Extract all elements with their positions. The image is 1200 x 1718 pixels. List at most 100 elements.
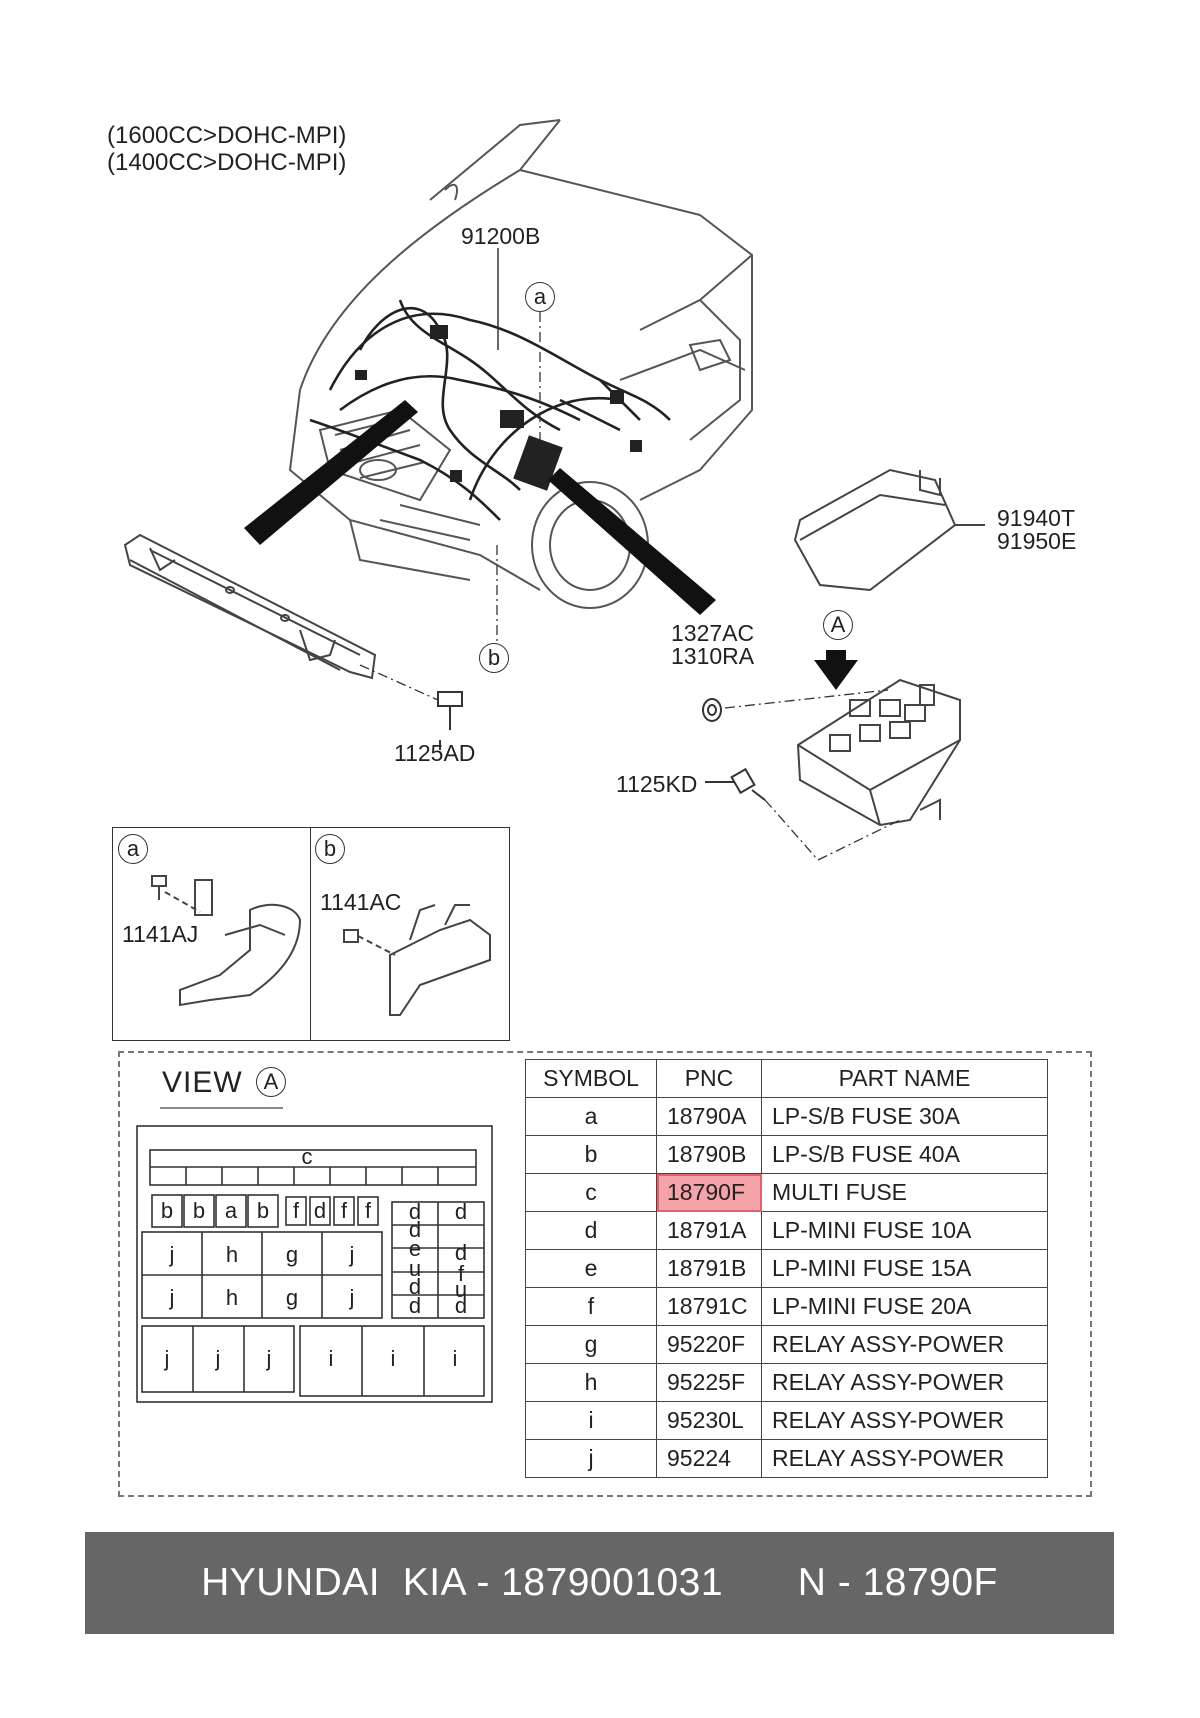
svg-text:j: j	[169, 1285, 175, 1310]
row-part-name: RELAY ASSY-POWER	[761, 1439, 1048, 1478]
callout-nut-2: 1310RA	[671, 643, 755, 669]
inset-a-frame	[112, 827, 311, 1041]
view-title-underline	[160, 1107, 283, 1109]
svg-text:j: j	[349, 1242, 355, 1267]
row-part-name: LP-MINI FUSE 20A	[761, 1287, 1048, 1326]
car-outline	[288, 119, 753, 609]
svg-text:i: i	[329, 1346, 334, 1371]
svg-text:d: d	[455, 1293, 467, 1318]
svg-text:d: d	[455, 1199, 467, 1224]
row-part-name: RELAY ASSY-POWER	[761, 1325, 1048, 1364]
row-part-name: LP-S/B FUSE 40A	[761, 1135, 1048, 1174]
callout-inset-a-bolt: 1141AJ	[122, 921, 199, 947]
row-symbol: c	[525, 1173, 657, 1212]
callout-harness: 91200B	[461, 223, 541, 249]
inset-a-drawing	[151, 875, 302, 1007]
svg-text:g: g	[286, 1242, 298, 1267]
callout-bolt-box: 1125KD	[616, 771, 698, 797]
view-title: VIEW A	[162, 1066, 287, 1100]
svg-text:d: d	[314, 1198, 326, 1223]
table-header-row: SYMBOL PNC PART NAME	[525, 1059, 1048, 1098]
svg-text:j: j	[215, 1346, 221, 1371]
leader-stripe-left	[244, 400, 418, 545]
row-pnc: 95220F	[656, 1325, 762, 1364]
svg-text:d: d	[455, 1240, 467, 1265]
row-part-name: LP-S/B FUSE 30A	[761, 1097, 1048, 1136]
row-symbol: g	[525, 1325, 657, 1364]
header-symbol: SYMBOL	[525, 1059, 657, 1098]
svg-text:b: b	[257, 1198, 269, 1223]
row-symbol: f	[525, 1287, 657, 1326]
fuse-box-body	[796, 678, 961, 827]
part-number-banner: HYUNDAI KIA - 1879001031 N - 18790F	[85, 1532, 1114, 1634]
svg-text:d: d	[409, 1293, 421, 1318]
row-pnc: 95224	[656, 1439, 762, 1478]
harness-wires	[309, 299, 671, 521]
row-symbol: i	[525, 1401, 657, 1440]
svg-text:u: u	[455, 1277, 467, 1302]
front-rail-bracket	[123, 533, 377, 680]
svg-text:f: f	[458, 1261, 465, 1286]
svg-text:h: h	[226, 1285, 238, 1310]
row-part-name: LP-MINI FUSE 10A	[761, 1211, 1048, 1250]
callout-bolt-bracket: 1125AD	[394, 740, 476, 766]
row-pnc: 18790F	[656, 1173, 762, 1212]
leader-stripe-right	[548, 468, 716, 615]
callout-nut-1: 1327AC	[671, 620, 755, 646]
fuse-c-label: c	[302, 1144, 313, 1169]
callout-cover-1: 91940T	[997, 505, 1076, 531]
inset-b-marker: b	[315, 834, 345, 864]
marker-b: b	[479, 643, 509, 673]
svg-text:f: f	[341, 1198, 348, 1223]
inset-a-marker: a	[118, 834, 148, 864]
view-title-text: VIEW	[162, 1066, 243, 1099]
row-symbol: d	[525, 1211, 657, 1250]
fuse-layout-panel	[136, 1125, 493, 1403]
svg-text:b: b	[161, 1198, 173, 1223]
row-symbol: h	[525, 1363, 657, 1402]
row-symbol: j	[525, 1439, 657, 1478]
svg-text:i: i	[391, 1346, 396, 1371]
banner-brand-number: HYUNDAI KIA - 1879001031	[201, 1561, 724, 1604]
svg-text:h: h	[226, 1242, 238, 1267]
row-pnc: 95230L	[656, 1401, 762, 1440]
row-symbol: e	[525, 1249, 657, 1288]
header-pnc: PNC	[656, 1059, 762, 1098]
svg-text:f: f	[365, 1198, 372, 1223]
callout-cover-2: 91950E	[997, 528, 1077, 554]
row-pnc: 18791B	[656, 1249, 762, 1288]
svg-text:u: u	[409, 1256, 421, 1281]
row-part-name: MULTI FUSE	[761, 1173, 1048, 1212]
row-pnc: 18791A	[656, 1211, 762, 1250]
row-pnc: 18790B	[656, 1135, 762, 1174]
svg-text:d: d	[409, 1199, 421, 1224]
row-part-name: LP-MINI FUSE 15A	[761, 1249, 1048, 1288]
header-part-name: PART NAME	[761, 1059, 1048, 1098]
marker-view-a: A	[823, 610, 853, 640]
svg-text:j: j	[349, 1285, 355, 1310]
svg-text:g: g	[286, 1285, 298, 1310]
svg-text:d: d	[409, 1274, 421, 1299]
fuse-letters: c b b a b f d f f j h g j j h g j d d e …	[161, 1144, 467, 1371]
row-pnc: 18791C	[656, 1287, 762, 1326]
svg-text:i: i	[453, 1346, 458, 1371]
row-symbol: a	[525, 1097, 657, 1136]
callout-inset-b-bolt: 1141AC	[320, 889, 402, 915]
inset-b-frame	[310, 827, 510, 1041]
svg-text:a: a	[225, 1198, 238, 1223]
engine-spec-1: (1600CC>DOHC-MPI)	[107, 122, 347, 149]
row-symbol: b	[525, 1135, 657, 1174]
svg-text:b: b	[193, 1198, 205, 1223]
banner-part-number: N - 18790F	[797, 1561, 998, 1604]
row-pnc: 18790A	[656, 1097, 762, 1136]
svg-text:j: j	[266, 1346, 272, 1371]
